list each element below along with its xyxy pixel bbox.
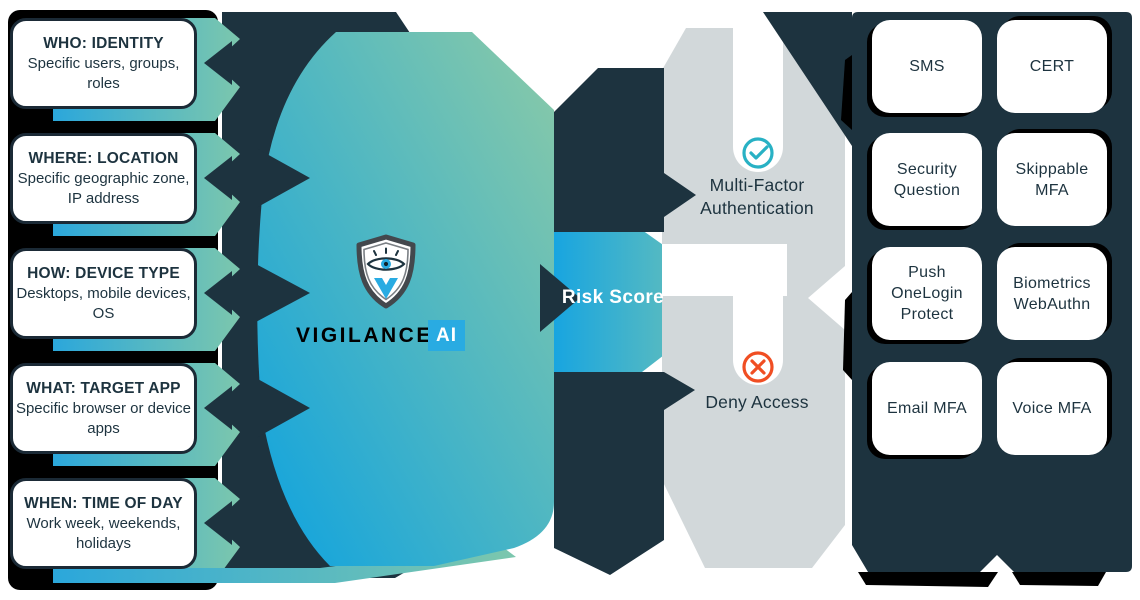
method-box-push-onelogin: Push OneLogin Protect: [872, 247, 982, 340]
factor-title: WHEN: TIME OF DAY: [24, 495, 183, 512]
factor-box-how: HOW: DEVICE TYPE Desktops, mobile device…: [10, 248, 197, 339]
outcome-right-notch: [808, 266, 845, 330]
method-box-skippable-mfa: Skippable MFA: [997, 133, 1107, 226]
method-box-email-mfa: Email MFA: [872, 362, 982, 455]
factor-desc: Specific geographic zone, IP address: [17, 170, 190, 207]
factor-desc: Work week, weekends, holidays: [26, 515, 181, 552]
factor-desc: Desktops, mobile devices, OS: [16, 285, 191, 322]
outcome-deny-label: Deny Access: [705, 392, 809, 412]
factor-box-where: WHERE: LOCATION Specific geographic zone…: [10, 133, 197, 224]
blob-left-chevrons: [254, 148, 310, 438]
navy-top-wedge: [763, 12, 852, 146]
navy-block-lower: [554, 372, 695, 575]
method-box-cert: CERT: [997, 20, 1107, 113]
x-circle-icon: [742, 351, 774, 383]
vigilance-ai-blob: [257, 32, 554, 566]
deny-banner: [733, 244, 783, 385]
shield-eye-icon: [356, 234, 416, 309]
factor-title: WHAT: TARGET APP: [26, 380, 181, 397]
factor-title: WHO: IDENTITY: [43, 35, 164, 52]
brand-ai-badge: AI: [428, 320, 465, 351]
factor-box-what: WHAT: TARGET APP Specific browser or dev…: [10, 363, 197, 454]
outcome-mfa-label: Multi-Factor Authentication: [700, 175, 814, 218]
method-box-voice-mfa: Voice MFA: [997, 362, 1107, 455]
brand-wordmark: VIGILANCE: [296, 324, 433, 347]
mfa-banner: [733, 14, 783, 172]
black-accents: [841, 55, 1106, 587]
navy-block-upper: [554, 68, 696, 232]
risk-score-label: Risk Score: [561, 287, 665, 308]
factor-box-when: WHEN: TIME OF DAY Work week, weekends, h…: [10, 478, 197, 569]
funnel-chevrons: [204, 41, 232, 545]
check-circle-icon: [742, 137, 774, 169]
factor-title: HOW: DEVICE TYPE: [27, 265, 180, 282]
method-box-security-question: Security Question: [872, 133, 982, 226]
factor-desc: Specific browser or device apps: [15, 400, 192, 437]
factor-box-who: WHO: IDENTITY Specific users, groups, ro…: [10, 18, 197, 109]
factor-desc: Specific users, groups, roles: [27, 55, 180, 92]
method-box-sms: SMS: [872, 20, 982, 113]
factor-title: WHERE: LOCATION: [28, 150, 179, 167]
arrow-left-chevron: [540, 264, 580, 332]
method-box-biometrics: Biometrics WebAuthn: [997, 247, 1107, 340]
